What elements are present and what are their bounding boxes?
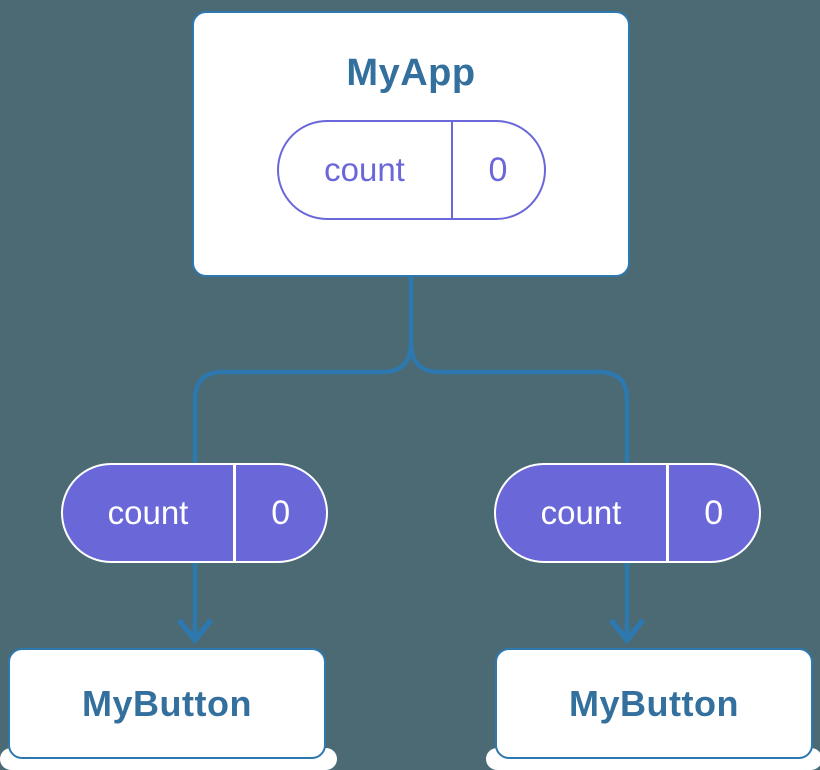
child-component-card-left: MyButton bbox=[8, 648, 326, 759]
prop-value-label: 0 bbox=[271, 493, 291, 532]
state-value-label: 0 bbox=[488, 150, 508, 189]
prop-pill-left: count 0 bbox=[61, 463, 328, 563]
child-component-title: MyButton bbox=[82, 682, 252, 724]
root-state-pill: count 0 bbox=[276, 120, 546, 220]
state-name-label: count bbox=[324, 151, 405, 188]
child-component-card-right: MyButton bbox=[495, 648, 813, 759]
prop-name-label: count bbox=[107, 494, 189, 531]
branch-right-line bbox=[408, 341, 630, 468]
pill-divider bbox=[233, 465, 236, 561]
prop-value-label: 0 bbox=[704, 493, 724, 532]
root-component-title: MyApp bbox=[346, 52, 476, 94]
root-component-card: MyApp count 0 bbox=[192, 11, 630, 277]
arrowhead-right-icon bbox=[608, 618, 646, 645]
prop-name-label: count bbox=[540, 494, 622, 531]
pill-divider bbox=[666, 465, 669, 561]
child-component-title: MyButton bbox=[569, 682, 739, 724]
pill-divider bbox=[450, 122, 453, 218]
arrowhead-left-icon bbox=[176, 618, 214, 645]
prop-pill-right: count 0 bbox=[494, 463, 761, 563]
branch-left-line bbox=[192, 341, 414, 468]
